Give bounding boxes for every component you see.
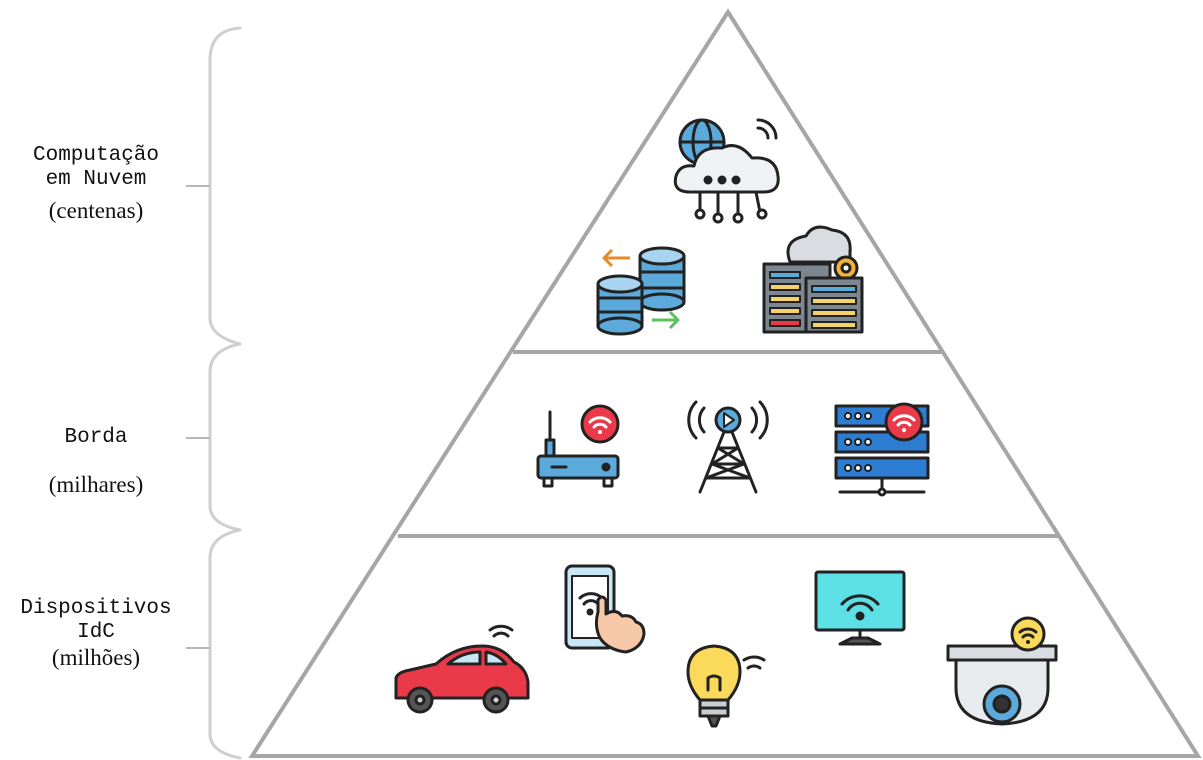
- security-camera-icon: [946, 616, 1058, 726]
- smart-car-icon: [394, 624, 530, 714]
- pyramid-outline: [248, 8, 1202, 758]
- tier-title-line: Borda: [64, 426, 128, 449]
- tier-title-line: IdC: [77, 621, 115, 644]
- tier-title-line: Dispositivos: [20, 597, 172, 620]
- bracket-edge: [208, 342, 242, 532]
- tier-label-edge: Borda (milhares): [0, 426, 192, 498]
- smart-tv-icon: [814, 570, 906, 646]
- tier-count: (milhares): [48, 472, 144, 497]
- bracket-devices: [208, 528, 242, 760]
- wifi-router-icon: [536, 404, 620, 488]
- database-transfer-icon: [596, 246, 686, 336]
- tier-label-devices: Dispositivos IdC (milhões): [0, 597, 192, 671]
- wifi-server-rack-icon: [834, 402, 930, 497]
- tier-count: (milhões): [51, 645, 141, 670]
- tier-title-line: em Nuvem: [45, 168, 147, 191]
- smartphone-touch-icon: [564, 564, 646, 654]
- tier-count: (centenas): [48, 198, 144, 223]
- smart-bulb-icon: [686, 644, 766, 728]
- broadcast-tower-icon: [687, 400, 769, 494]
- cloud-server-settings-icon: [762, 225, 864, 334]
- tier-label-cloud: Computação em Nuvem (centenas): [0, 144, 192, 224]
- cloud-network-icon: [673, 118, 780, 224]
- bracket-cloud: [208, 26, 242, 346]
- tier-title-line: Computação: [32, 144, 160, 167]
